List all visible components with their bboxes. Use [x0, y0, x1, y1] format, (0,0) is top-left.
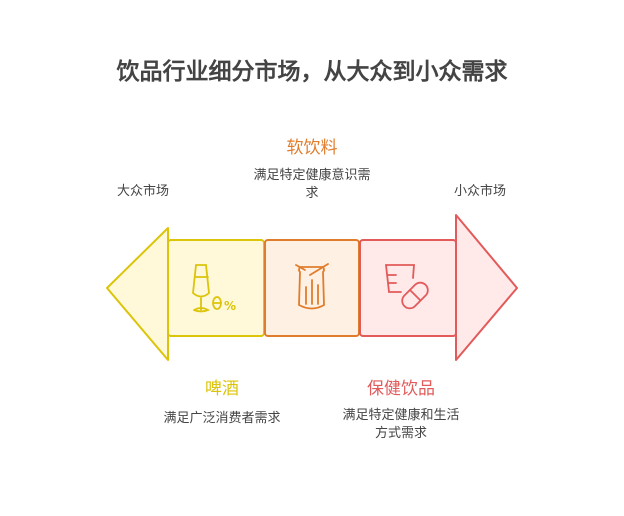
diagram-title: 饮品行业细分市场，从大众到小众需求: [116, 59, 508, 85]
right-market-label: 小众市场: [453, 184, 507, 199]
desc-beer: 满足广泛消费者需求: [163, 410, 280, 428]
soda-can-icon: [295, 263, 329, 310]
cup-pill-icon: [385, 264, 429, 310]
desc-health-drinks: 满足特定健康和生活 方式需求: [342, 407, 459, 443]
desc-line: 满足特定健康意识需: [253, 168, 371, 183]
label-health-drinks: 保健饮品: [367, 379, 435, 399]
svg-text:%: %: [224, 299, 236, 313]
desc-line: 方式需求: [374, 426, 428, 441]
desc-line: 满足特定健康和生活: [342, 408, 460, 423]
left-market-label: 大众市场: [116, 184, 170, 199]
desc-line: 求: [305, 186, 319, 201]
beer-glass-icon: %: [192, 264, 236, 313]
segment-health-drinks: [359, 239, 457, 337]
label-soft-drinks: 软饮料: [286, 138, 338, 158]
label-beer: 啤酒: [205, 379, 239, 399]
segment-beer: [167, 239, 265, 337]
right-arrow: [455, 214, 518, 361]
desc-line: 满足广泛消费者需求: [163, 411, 281, 426]
desc-soft-drinks: 满足特定健康意识需 求: [253, 167, 370, 203]
left-arrow: [106, 227, 169, 361]
